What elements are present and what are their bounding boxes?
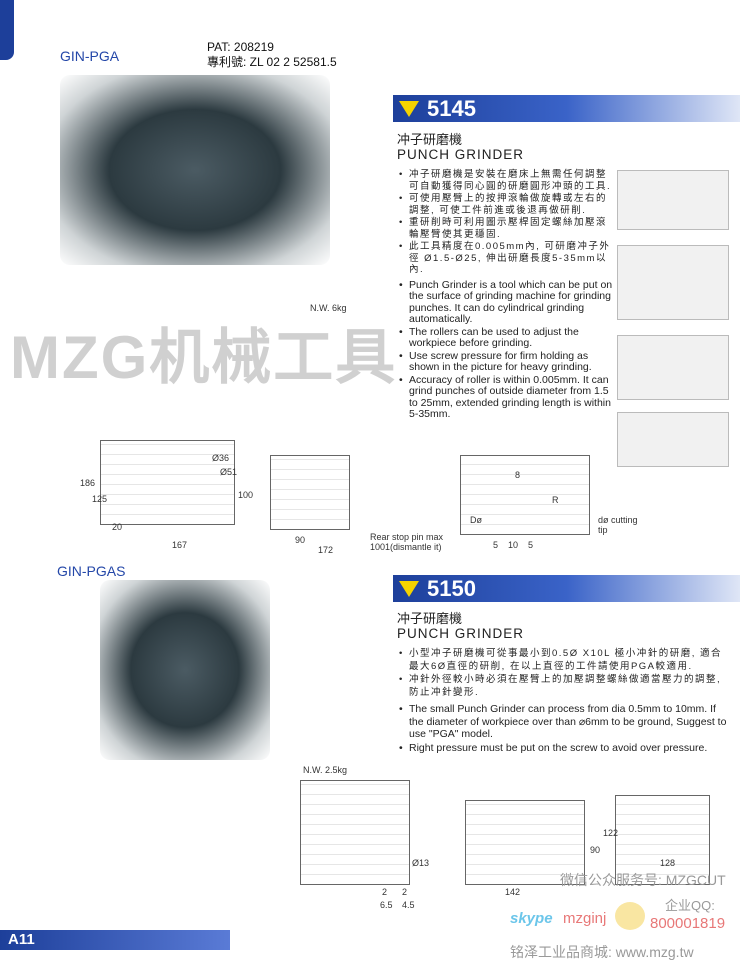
model-gin-pga: GIN-PGA [60, 48, 120, 64]
usage-image-1 [617, 170, 729, 230]
dim: 4.5 [402, 900, 415, 910]
watermark: MZG机械工具 [10, 324, 398, 391]
product-number-banner-5145: 5145 [393, 95, 740, 122]
page-tab-marker [0, 0, 14, 60]
title-cn: 冲子研磨機 [397, 611, 463, 626]
bullet-cn: 此工具精度在0.005mm內, 可研磨冲子外徑 Ø1.5-Ø25, 伸出研磨長度… [397, 241, 615, 276]
dim: 172 [318, 545, 334, 555]
wechat-watermark: 微信公众服务号: MZGCUT [560, 872, 726, 888]
title-cn: 冲子研磨機 [397, 132, 463, 147]
usage-image-3 [617, 335, 729, 400]
dim: 100 [238, 490, 254, 500]
dim: 2 [382, 887, 388, 897]
bullet-cn: 冲子研磨機是安裝在磨床上無需任何調整可自動獲得同心圓的研磨圓形冲頭的工具. [397, 169, 615, 192]
patent-cn: 專利號: ZL 02 2 52581.5 [207, 55, 337, 69]
title-en: PUNCH GRINDER [397, 147, 525, 162]
product-number: 5150 [427, 575, 476, 601]
description-5150: 冲子研磨機 PUNCH GRINDER 小型冲子研磨機可從事最小到0.5Ø X1… [397, 612, 732, 755]
dim: 6.5 [380, 900, 393, 910]
title-en: PUNCH GRINDER [397, 626, 525, 641]
dim: 5 [528, 540, 534, 550]
bullet-en: Right pressure must be put on the screw … [397, 742, 732, 755]
dim: 10 [508, 540, 519, 550]
bullet-cn: 重研削時可利用圖示壓桿固定螺絲加壓滾輪壓臂使其更穩固. [397, 217, 615, 240]
usage-image-4 [617, 412, 729, 467]
dim: 90 [295, 535, 306, 545]
product-photo-pga [60, 75, 330, 265]
product-photo-pgas [100, 580, 270, 760]
dim: 142 [505, 887, 521, 897]
dim-note: Rear stop pin max 1001(dismantle it) [370, 532, 444, 552]
description-5145: 冲子研磨機 PUNCH GRINDER 冲子研磨機是安裝在磨床上無需任何調整可自… [397, 133, 615, 422]
dim: 186 [80, 478, 96, 488]
qq-label: 企业QQ: [665, 898, 715, 913]
dim: 128 [660, 858, 676, 868]
dim: dø cutting tip [598, 515, 638, 535]
drawing-pga-side [270, 455, 350, 530]
bullet-cn: 小型冲子研磨機可從事最小到0.5Ø X10L 極小冲針的研磨, 適合最大6Ø直徑… [397, 648, 732, 673]
triangle-icon [399, 100, 419, 117]
drawing-pga-front [100, 440, 235, 525]
pat-number: PAT: 208219 [207, 40, 274, 54]
drawing-pgas-end [615, 795, 710, 885]
dim: 125 [92, 494, 108, 504]
drawing-pgas-side [300, 780, 410, 885]
dim: 167 [172, 540, 188, 550]
page-number-bar: A11 [0, 930, 230, 950]
qq-number: 800001819 [650, 915, 726, 932]
dim: 20 [112, 522, 123, 532]
dim: 122 [603, 828, 619, 838]
dim: Dø [470, 515, 482, 525]
bullet-cn: 可使用壓臂上的按押滾輪做旋轉或左右的調整, 可使工件前進或後退再做研削. [397, 193, 615, 216]
dim: 5 [493, 540, 499, 550]
weight-pgas: N.W. 2.5kg [303, 765, 348, 775]
weight-pga: N.W. 6kg [310, 303, 347, 313]
bullet-en: Punch Grinder is a tool which can be put… [397, 279, 615, 326]
triangle-icon [399, 580, 419, 597]
dim: Ø36 [212, 453, 230, 463]
skype-id: mzginj [563, 910, 607, 927]
bullet-en: Accuracy of roller is within 0.005mm. It… [397, 374, 615, 421]
bullet-en: Use screw pressure for firm holding as s… [397, 350, 615, 374]
dim: R [552, 495, 559, 505]
dim: 90 [590, 845, 601, 855]
product-number-banner-5150: 5150 [393, 575, 740, 602]
bullet-cn: 冲針外徑較小時必須在壓臂上的加壓調整螺絲做適當壓力的調整, 防止冲針變形. [397, 674, 732, 699]
drawing-pgas-front [465, 800, 585, 885]
dim: 2 [402, 887, 408, 897]
bullet-en: The small Punch Grinder can process from… [397, 703, 732, 741]
product-number: 5145 [427, 95, 476, 121]
drawing-punch-detail [460, 455, 590, 535]
skype-logo: skype [510, 910, 553, 927]
usage-image-2 [617, 245, 729, 320]
shop-watermark: 铭泽工业品商城: www.mzg.tw [510, 944, 694, 960]
dim: Ø51 [220, 467, 238, 477]
model-gin-pgas: GIN-PGAS [57, 563, 126, 579]
qq-logo-icon [615, 902, 645, 930]
dim: Ø13 [412, 858, 430, 868]
dim: 8 [515, 470, 521, 480]
bullet-en: The rollers can be used to adjust the wo… [397, 326, 615, 350]
